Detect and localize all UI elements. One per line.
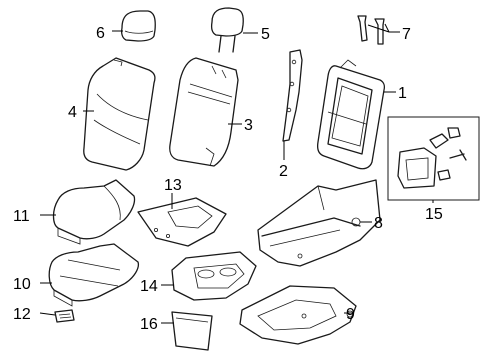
callout-3: 3 [244, 117, 253, 134]
storage-bin-part [171, 311, 213, 351]
rear-seat-frame-part [317, 59, 386, 170]
console-tray-part [171, 251, 257, 301]
callout-9: 9 [346, 306, 355, 323]
leader-12 [39, 312, 56, 316]
callout-15: 15 [425, 206, 443, 223]
callout-2: 2 [279, 163, 288, 180]
callout-7: 7 [402, 26, 411, 43]
cushion-cover-part [52, 179, 136, 245]
latch-assembly-kit-part [387, 116, 480, 201]
leader-7a [384, 23, 390, 33]
leader-7b [367, 24, 390, 33]
callout-16: 16 [140, 316, 158, 333]
leader-lines [39, 23, 434, 324]
headrest-guides-part [357, 15, 385, 45]
console-trim-part [137, 197, 227, 247]
seat-back-cover-part [83, 57, 156, 171]
headrest-with-posts-part [210, 7, 244, 53]
callout-8: 8 [374, 215, 383, 232]
callout-5: 5 [261, 26, 270, 43]
headrest-part [120, 10, 156, 42]
callout-4: 4 [68, 104, 77, 121]
callout-10: 10 [13, 276, 31, 293]
cushion-frame-part [257, 179, 381, 267]
callout-14: 14 [140, 278, 158, 295]
cushion-pan-part [239, 285, 357, 345]
callout-13: 13 [164, 177, 182, 194]
clip-part [54, 309, 75, 323]
callout-1: 1 [398, 85, 407, 102]
frame-bracket-part [282, 49, 303, 142]
callout-6: 6 [96, 25, 105, 42]
cushion-pad-part [48, 243, 140, 307]
callout-11: 11 [13, 208, 30, 225]
callout-labels: 6 5 7 4 3 1 2 11 13 8 15 10 14 12 9 16 [13, 25, 443, 333]
seat-back-pad-part [169, 57, 239, 167]
callout-12: 12 [13, 306, 31, 323]
